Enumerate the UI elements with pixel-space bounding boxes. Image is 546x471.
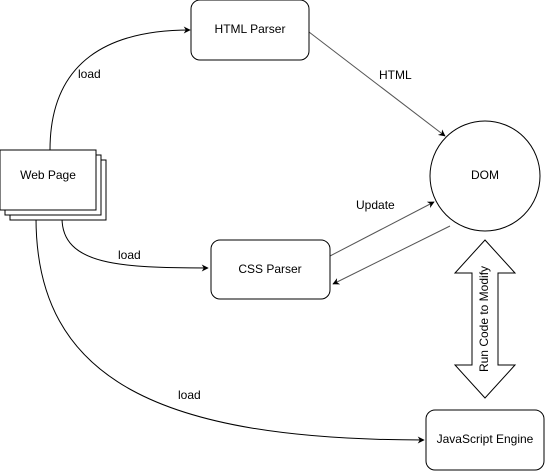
- html-parser-node: HTML Parser: [190, 0, 310, 61]
- edge-label-html: HTML: [379, 68, 412, 82]
- bidirectional-arrow-dom-js: [453, 239, 517, 399]
- edge-html-to-dom: [308, 31, 446, 137]
- dom-label: DOM: [471, 168, 499, 182]
- edge-load-html-parser: [49, 26, 191, 151]
- edge-label-load-css: load: [118, 248, 141, 262]
- dom-node: DOM: [429, 120, 541, 232]
- css-parser-label: CSS Parser: [238, 262, 301, 276]
- edge-load-css-parser: [61, 217, 209, 272]
- web-page-node: Web Page: [0, 149, 107, 221]
- javascript-engine-label: JavaScript Engine: [437, 432, 534, 446]
- css-parser-node: CSS Parser: [210, 239, 331, 300]
- edge-label-load-html: load: [78, 67, 101, 81]
- edge-label-load-js: load: [178, 388, 201, 402]
- edge-label-run-code: Run Code to Modify: [477, 266, 491, 372]
- edge-update-to-dom: [329, 201, 435, 257]
- edge-load-javascript-engine: [35, 217, 425, 444]
- javascript-engine-node: JavaScript Engine: [425, 409, 545, 471]
- html-parser-label: HTML Parser: [215, 22, 286, 36]
- edge-label-update: Update: [356, 198, 395, 212]
- web-page-label: Web Page: [20, 168, 76, 182]
- edge-dom-to-css-parser: [332, 225, 451, 285]
